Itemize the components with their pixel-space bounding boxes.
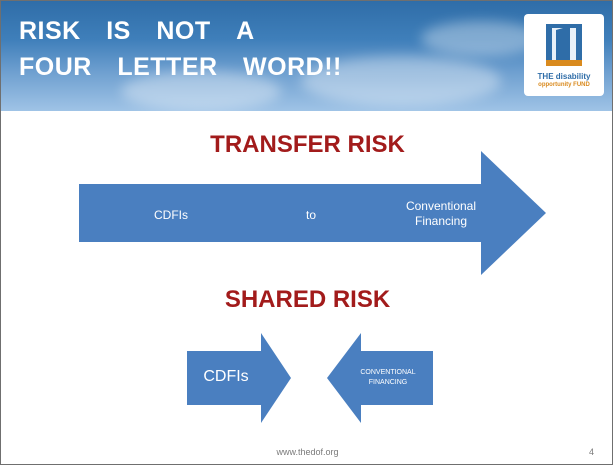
door-icon	[546, 24, 582, 66]
logo-text-primary: THE disability	[537, 72, 591, 81]
shared-left-label: CDFIs	[203, 368, 249, 385]
logo-text-secondary: opportunity FUND	[538, 82, 590, 88]
transfer-target-label: Conventional Financing	[396, 199, 486, 229]
slide-header: RISK IS NOT A FOUR LETTER WORD!! THE dis…	[1, 1, 612, 111]
shared-right-arrow	[327, 333, 433, 423]
page-number: 4	[589, 447, 595, 457]
shared-risk-heading: SHARED RISK	[224, 286, 391, 313]
transfer-risk-heading: TRANSFER RISK	[210, 131, 405, 158]
transfer-from-label: CDFIs	[154, 208, 188, 222]
disability-opportunity-fund-logo: THE disability opportunity FUND	[524, 14, 604, 96]
transfer-target-line-2: Financing	[414, 214, 468, 228]
shared-left-arrow	[187, 333, 291, 423]
title-line-2: FOUR LETTER WORD!!	[19, 53, 342, 81]
shared-right-line-1: CONVENTIONAL	[360, 369, 416, 376]
shared-right-line-2: FINANCING	[368, 379, 408, 386]
title-line-1: RISK IS NOT A	[19, 17, 281, 45]
transfer-target-line-1: Conventional	[405, 199, 477, 213]
transfer-arrow	[79, 151, 546, 275]
slide-title: RISK IS NOT A FOUR LETTER WORD!!	[19, 13, 342, 85]
transfer-to-label: to	[305, 208, 316, 222]
shared-right-label: CONVENTIONAL FINANCING	[343, 368, 433, 388]
footer-url: www.thedof.org	[276, 447, 339, 457]
